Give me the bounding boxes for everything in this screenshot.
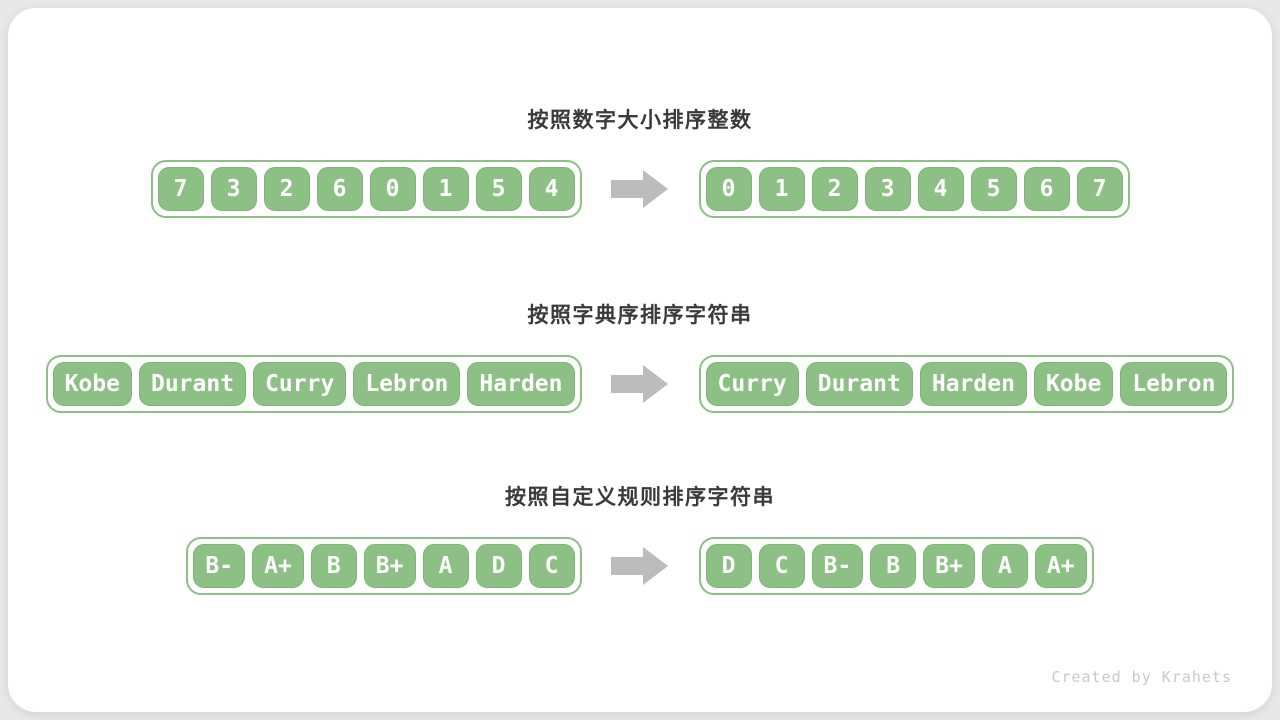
credit-text: Created by Krahets [1051, 668, 1232, 686]
array-element: 1 [422, 167, 469, 211]
array-element: 6 [316, 167, 363, 211]
array-element: 5 [475, 167, 522, 211]
array-element: 0 [705, 167, 752, 211]
array-element: Curry [253, 362, 347, 406]
array-element: Lebron [353, 362, 461, 406]
array-element: 2 [811, 167, 858, 211]
right-arrow-icon [611, 547, 668, 585]
array-element: 6 [1023, 167, 1070, 211]
array-element: 7 [1076, 167, 1123, 211]
array-element: C [758, 544, 805, 588]
array-element: B+ [363, 544, 416, 588]
array-element: 3 [864, 167, 911, 211]
section-title: 按照自定义规则排序字符串 [505, 486, 775, 509]
transform-arrow [582, 169, 699, 209]
transform-arrow [582, 364, 699, 404]
array-element: A [981, 544, 1028, 588]
array-element: C [528, 544, 575, 588]
array-element: B+ [923, 544, 975, 588]
array-element: D [705, 544, 752, 588]
array-element: B- [811, 544, 864, 588]
right-arrow-icon [611, 170, 668, 208]
array-element: Durant [138, 362, 247, 406]
transform-arrow [582, 546, 699, 586]
array-element: A+ [1034, 544, 1087, 588]
array-element: 1 [758, 167, 805, 211]
array-element: B [310, 544, 357, 588]
array-element: D [475, 544, 522, 588]
array-element: 3 [210, 167, 257, 211]
array-element: A [422, 544, 469, 588]
array-element: B- [193, 544, 246, 588]
array-element: 4 [528, 167, 575, 211]
array-element: 5 [970, 167, 1017, 211]
array-element: Kobe [52, 362, 132, 406]
array-element: Lebron [1120, 362, 1228, 406]
array-element: 2 [263, 167, 310, 211]
array-element: Curry [705, 362, 799, 406]
array-element: Harden [467, 362, 575, 406]
array-element: Durant [805, 362, 913, 406]
array-element: A+ [252, 544, 304, 588]
section-title: 按照字典序排序字符串 [527, 304, 753, 327]
array-element: Kobe [1033, 362, 1114, 406]
array-element: 7 [157, 167, 204, 211]
array-element: Harden [919, 362, 1027, 406]
array-element: B [870, 544, 917, 588]
right-arrow-icon [611, 365, 668, 403]
array-element: 4 [917, 167, 964, 211]
section-title: 按照数字大小排序整数 [527, 109, 753, 132]
array-element: 0 [369, 167, 416, 211]
